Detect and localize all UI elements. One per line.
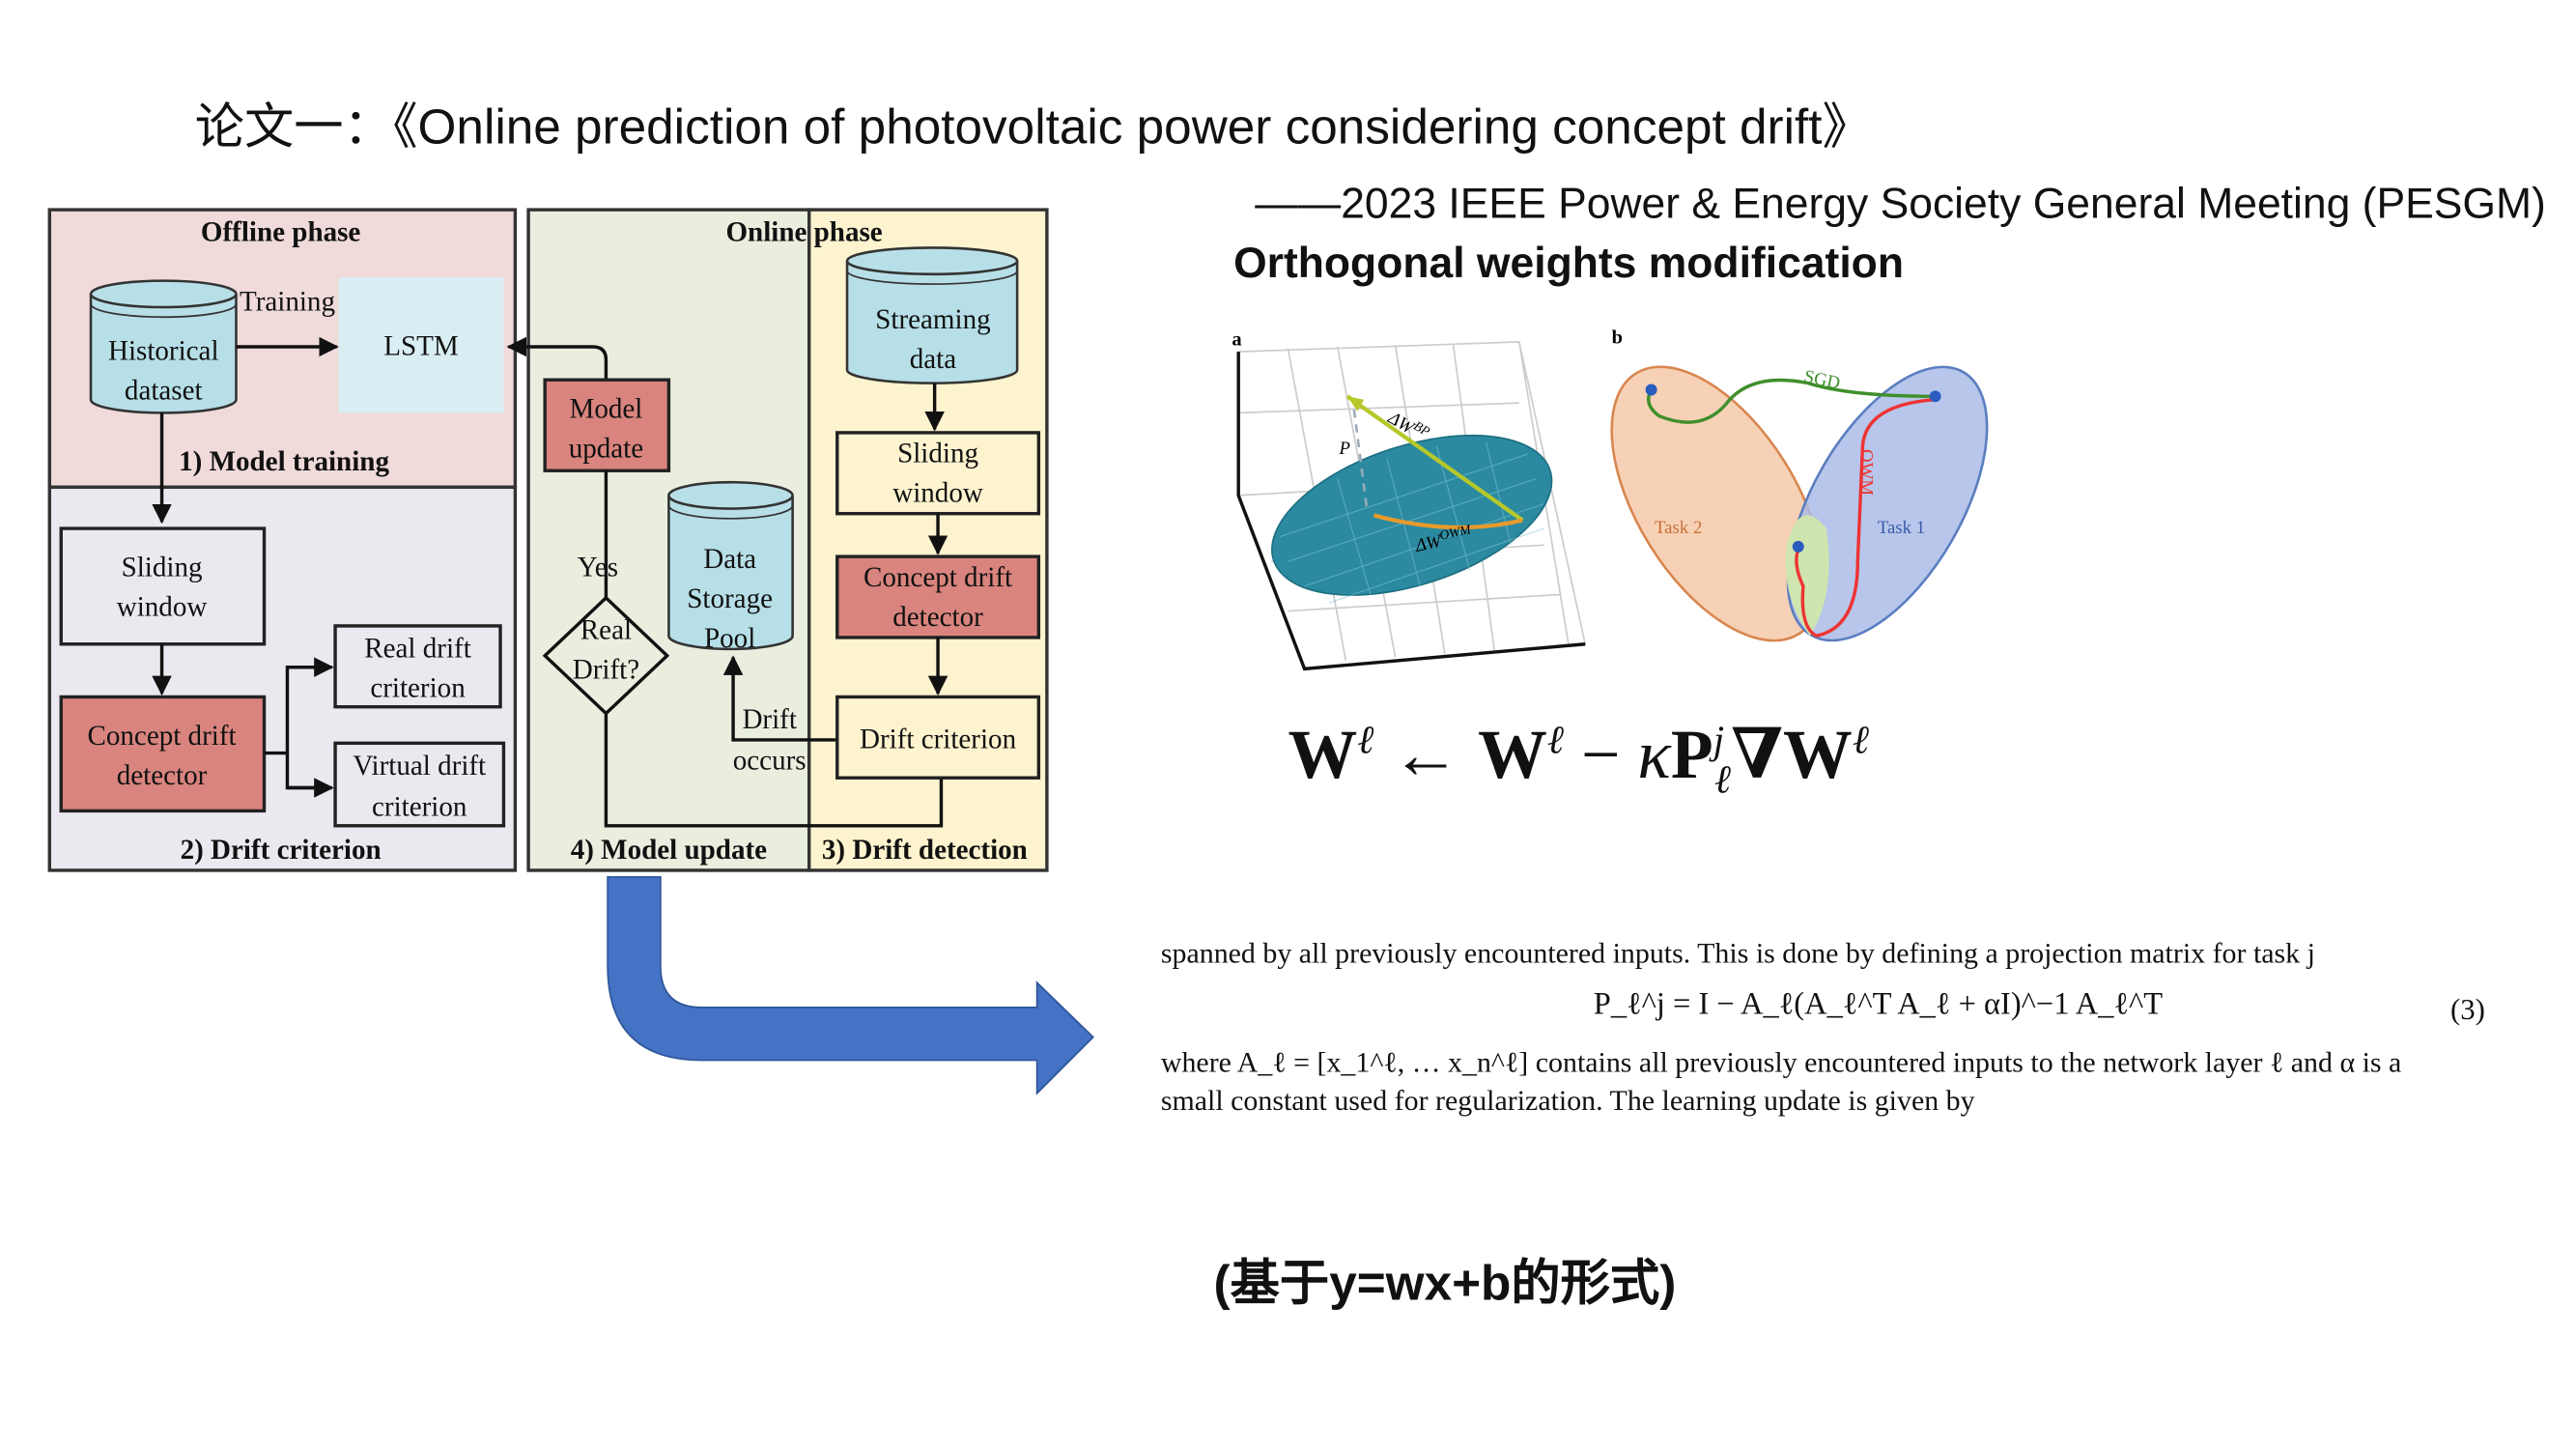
svg-text:Sliding: Sliding xyxy=(122,553,203,583)
training-label: Training xyxy=(240,286,335,317)
owm-path xyxy=(1795,398,1936,638)
svg-text:window: window xyxy=(117,592,208,623)
svg-text:Drift criterion: Drift criterion xyxy=(860,724,1017,754)
form-note: (基于y=wx+b的形式) xyxy=(1213,1257,1677,1312)
projection-equation: P_ℓ^j = I − A_ℓ(A_ℓ^T A_ℓ + αI)^−1 A_ℓ^T xyxy=(1593,987,2164,1023)
svg-text:Task 1: Task 1 xyxy=(1878,518,1925,538)
owm-update-formula: Wℓ ← Wℓ − κPjℓ∇Wℓ xyxy=(1288,718,1869,804)
sgd-path xyxy=(1647,378,1936,424)
owm-figure: a ΔWBP P ΔWOWM b SGD OWM Task 2 xyxy=(1231,327,1989,671)
task2-region xyxy=(1610,365,1825,642)
svg-text:window: window xyxy=(892,478,983,509)
svg-text:a: a xyxy=(1231,328,1241,350)
concept-drift-detector-right xyxy=(835,554,1041,639)
svg-text:detector: detector xyxy=(892,602,983,633)
svg-text:Sliding: Sliding xyxy=(897,439,978,469)
blue-arrow-icon xyxy=(607,875,1094,1095)
svg-text:update: update xyxy=(569,434,643,465)
bp-vector xyxy=(1345,394,1524,523)
svg-text:criterion: criterion xyxy=(372,792,467,823)
concept-drift-detector-left xyxy=(59,695,267,813)
owm-vector xyxy=(1373,513,1523,530)
streaming-data-cylinder: Streaming data xyxy=(845,246,1019,384)
slide-title: 论文一：《Online prediction of photovoltaic p… xyxy=(194,100,1872,156)
svg-text:ΔWOWM: ΔWOWM xyxy=(1412,522,1475,556)
svg-text:Data: Data xyxy=(703,544,756,575)
svg-text:data: data xyxy=(910,344,956,375)
svg-text:Task 2: Task 2 xyxy=(1655,518,1702,538)
svg-text:Virtual drift: Virtual drift xyxy=(353,751,486,781)
svg-text:Drift: Drift xyxy=(742,704,796,735)
paper-line-2: where A_ℓ = [x_1^ℓ, … x_n^ℓ] contains al… xyxy=(1160,1045,2402,1079)
offline-phase-label: Offline phase xyxy=(201,217,361,248)
svg-text:Storage: Storage xyxy=(687,583,773,614)
real-drift-criterion-box xyxy=(333,624,502,709)
svg-text:Pool: Pool xyxy=(704,623,755,654)
svg-text:Concept drift: Concept drift xyxy=(88,721,237,752)
model-update-section-label: 4) Model update xyxy=(571,835,767,866)
sliding-window-right xyxy=(835,431,1041,516)
plane-ellipse xyxy=(1271,434,1553,604)
drift-criterion-box xyxy=(835,695,1041,780)
svg-text:Drift?: Drift? xyxy=(573,655,639,686)
svg-text:criterion: criterion xyxy=(370,672,466,703)
svg-text:P: P xyxy=(1338,439,1349,459)
svg-text:Streaming: Streaming xyxy=(875,304,990,335)
svg-text:b: b xyxy=(1612,327,1623,349)
data-storage-pool-cylinder: Data Storage Pool xyxy=(667,480,794,654)
svg-text:dataset: dataset xyxy=(125,376,203,407)
sliding-window-left xyxy=(59,526,267,646)
svg-text:Historical: Historical xyxy=(108,336,219,367)
svg-text:Real drift: Real drift xyxy=(364,633,471,664)
virtual-drift-criterion-box xyxy=(333,741,506,828)
paper-line-3: small constant used for regularization. … xyxy=(1160,1083,1975,1117)
lstm-label: LSTM xyxy=(383,331,458,362)
historical-dataset-cylinder: Historical dataset xyxy=(89,279,238,414)
yes-label: Yes xyxy=(578,553,618,583)
online-phase-label: Online phase xyxy=(725,217,882,248)
drift-criterion-section-label: 2) Drift criterion xyxy=(181,835,382,866)
svg-text:detector: detector xyxy=(117,760,208,791)
svg-text:occurs: occurs xyxy=(733,746,807,777)
flowchart-diagram: Offline phase Online phase Historical da… xyxy=(47,208,1049,872)
model-training-label: 1) Model training xyxy=(179,446,389,477)
model-update-box xyxy=(543,378,671,472)
lstm-box xyxy=(338,277,504,413)
svg-text:Concept drift: Concept drift xyxy=(863,562,1012,593)
venue-subtitle: ——2023 IEEE Power & Energy Society Gener… xyxy=(1255,178,2546,228)
section-heading: Orthogonal weights modification xyxy=(1233,238,1904,288)
svg-text:Real: Real xyxy=(580,615,632,646)
svg-text:SGD: SGD xyxy=(1802,366,1842,393)
svg-text:Model: Model xyxy=(570,394,643,425)
task1-region xyxy=(1786,365,1989,642)
svg-text:OWM: OWM xyxy=(1856,449,1877,496)
paper-line-1: spanned by all previously encountered in… xyxy=(1160,936,2315,970)
equation-number: (3) xyxy=(2450,992,2485,1026)
drift-detection-section-label: 3) Drift detection xyxy=(822,835,1028,866)
